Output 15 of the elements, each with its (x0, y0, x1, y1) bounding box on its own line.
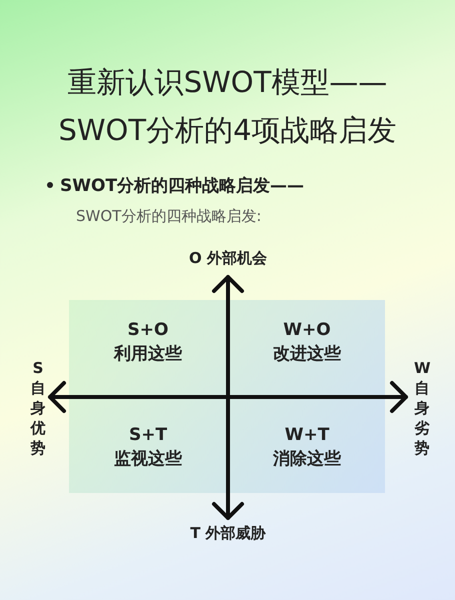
quadrant-code: S+O (128, 319, 168, 342)
quadrant-code: W+O (283, 319, 331, 342)
axis-label: S 自身优势 (30, 358, 46, 458)
quadrant-label: 改进这些 (273, 343, 341, 366)
quadrant-label: 消除这些 (273, 448, 341, 471)
axis-label: T 外部威胁 (189, 524, 267, 543)
quadrant-code: W+T (284, 424, 330, 447)
subheading: SWOT分析的四种战略启发: (76, 207, 262, 226)
axis-label: W 自身劣势 (414, 358, 430, 458)
quadrant-label: 监视这些 (114, 448, 182, 471)
bullet-heading: SWOT分析的四种战略启发—— (60, 174, 304, 197)
quadrant-label: 利用这些 (114, 343, 182, 366)
axis-label: O 外部机会 (188, 249, 268, 268)
title: 重新认识SWOT模型—— SWOT分析的4项战略启发 (57, 64, 398, 149)
quadrant-code: S+T (128, 424, 168, 447)
